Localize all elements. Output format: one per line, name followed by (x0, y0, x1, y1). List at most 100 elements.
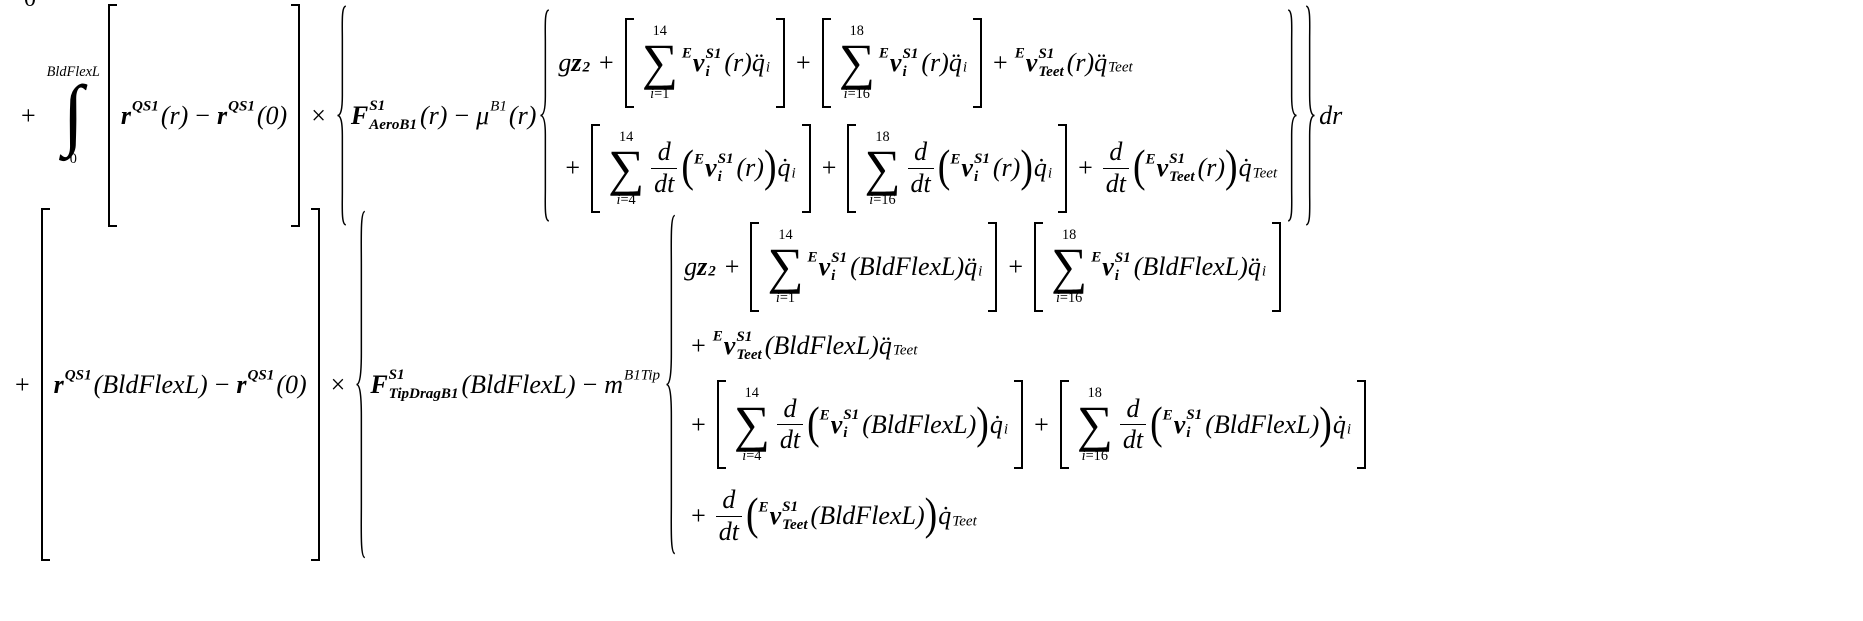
math-token: q̈ (1247, 251, 1261, 281)
subscript: i (1346, 421, 1352, 438)
subscript: Teet (736, 346, 762, 363)
left-paren-icon: ( (681, 142, 694, 193)
right-paren-icon: ) (1225, 142, 1238, 193)
pre-superscript: E (681, 45, 692, 62)
math-token: (r) (992, 153, 1021, 183)
subscript: AeroB1 (369, 116, 417, 133)
math-token: v (692, 47, 705, 77)
math-token: q̈ (878, 330, 892, 360)
right-paren-icon: ) (1319, 398, 1332, 449)
subscript: Teet (1108, 59, 1133, 76)
subscript: Teet (1169, 169, 1195, 186)
math-token: r (236, 369, 247, 399)
right-paren-icon: ) (1020, 142, 1033, 193)
operator-token: + (796, 47, 811, 77)
summation: 14∑i=1 (767, 227, 803, 307)
superscript: S1 (1114, 249, 1131, 266)
sum-operator-icon: ∑ (1051, 238, 1088, 295)
math-token: q̇ (1238, 153, 1252, 183)
math-token: r (216, 100, 228, 130)
pre-superscript: E (1091, 249, 1102, 266)
right-bracket-icon (988, 222, 998, 312)
math-token: q̈ (948, 47, 962, 77)
sum-operator-icon: ∑ (838, 34, 875, 91)
math-token: =1 (779, 290, 796, 307)
left-paren-icon: ( (1150, 398, 1163, 449)
math-token: q̈ (964, 251, 978, 281)
left-bracket-icon (750, 222, 760, 312)
math-token: i (775, 290, 780, 307)
math-token: d (1126, 393, 1140, 423)
math-token: q̈ (1094, 47, 1108, 77)
pre-superscript: E (819, 407, 830, 424)
operator-token: + (691, 409, 706, 439)
math-token: (BldFlexL) (93, 369, 208, 399)
subscript: i (973, 169, 979, 186)
left-bracket-icon (40, 208, 50, 561)
superscript: QS1 (132, 98, 159, 115)
sum-upper-limit: 18 (1062, 227, 1076, 243)
operator-token: − (582, 369, 598, 399)
math-token: (r) (921, 47, 949, 77)
superscript: S1 (831, 249, 848, 266)
left-paren-icon: ( (745, 489, 759, 541)
right-bracket-icon (1014, 379, 1024, 470)
subscript: TipDragB1 (388, 385, 459, 402)
math-token: 18 (875, 128, 890, 145)
math-token: μ (476, 100, 490, 130)
sum-lower-limit: i=4 (617, 192, 636, 208)
math-token: F (370, 369, 388, 399)
sum-upper-limit: 14 (619, 129, 633, 145)
denominator: dt (1119, 424, 1147, 455)
superscript: B1Tip (624, 367, 661, 384)
math-token: g (558, 47, 572, 77)
summation: 14∑i=1 (642, 23, 678, 103)
sum-lower-limit: i=16 (869, 192, 895, 208)
math-token: (BldFlexL) (862, 409, 977, 439)
math-token: g (684, 251, 698, 281)
math-token: (0) (256, 100, 288, 130)
math-token: 0 (69, 150, 77, 167)
denominator: dt (907, 168, 934, 199)
math-token: (BldFlexL) (461, 369, 576, 399)
math-token: BldFlexL (46, 63, 100, 80)
math-token: i (1081, 447, 1086, 464)
math-token: i (650, 86, 655, 103)
operator-token: + (993, 47, 1008, 77)
sum-lower-limit: i=4 (742, 448, 761, 464)
subscript: i (902, 63, 907, 80)
right-bracket-icon (310, 208, 320, 561)
math-token: (BldFlexL) (1133, 251, 1248, 281)
math-token: v (1156, 153, 1169, 183)
math-token: v (889, 47, 902, 77)
summation: 14∑i=4 (734, 385, 770, 465)
superscript: S1 (369, 98, 386, 115)
math-token: dt (718, 517, 739, 547)
left-brace-icon (664, 212, 678, 557)
math-token: v (1025, 47, 1038, 77)
math-token: (BldFlexL) (850, 251, 965, 281)
pre-superscript: E (758, 499, 769, 516)
operator-token: + (565, 153, 581, 183)
sum-upper-limit: 14 (745, 385, 759, 401)
operator-token: + (724, 251, 740, 281)
